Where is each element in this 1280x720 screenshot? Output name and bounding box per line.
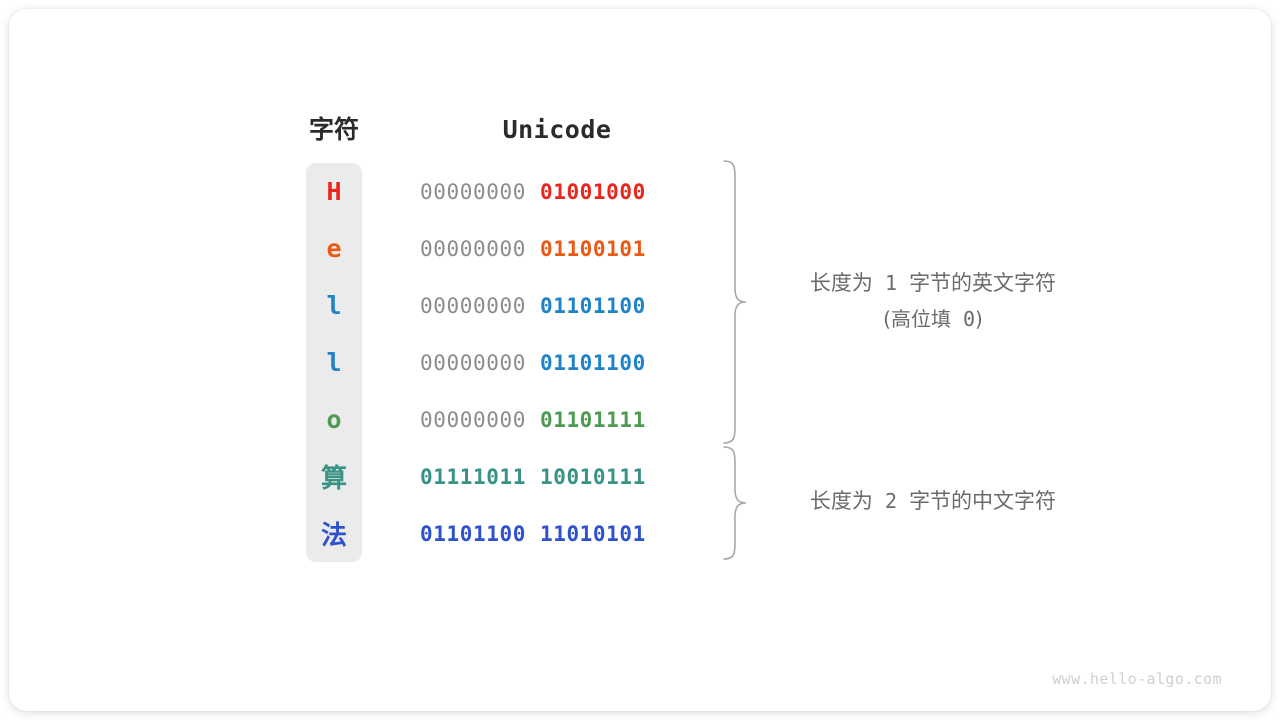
annotation-1-prefix: 长度为 [809,271,873,295]
binary-cell: 00000000 01101100 [420,334,700,391]
binary-low-byte: 10010111 [539,464,646,489]
annotation-1b-prefix: (高位填 [883,307,951,331]
annotation-one-byte-line2: (高位填 0) [783,301,1083,337]
binary-low-byte: 11010101 [539,521,646,546]
binary-low-byte: 01001000 [539,179,646,204]
binary-cell: 00000000 01101111 [420,391,700,448]
annotation-2-prefix: 长度为 [809,489,873,513]
annotation-1-suffix: 字节的英文字符 [909,271,1057,295]
table-row: e 00000000 01100101 [0,220,760,277]
binary-cell: 00000000 01001000 [420,163,700,220]
figure-card [9,9,1271,711]
binary-low-byte: 01101100 [539,350,646,375]
brace-two-byte [722,446,748,560]
table-row: 算 01111011 10010111 [0,448,760,505]
character-cell: o [326,405,342,434]
watermark: www.hello-algo.com [1052,670,1222,688]
character-cell: 算 [320,464,347,494]
binary-cell: 00000000 01100101 [420,220,700,277]
annotation-two-byte-line1: 长度为 2 字节的中文字符 [810,489,1056,513]
annotation-two-byte: 长度为 2 字节的中文字符 [783,483,1083,519]
table-row: o 00000000 01101111 [0,391,760,448]
table-row: H 00000000 01001000 [0,163,760,220]
binary-cell: 01101100 11010101 [420,505,700,562]
character-column-panel [306,163,362,562]
character-cell: l [326,348,342,377]
binary-low-byte: 01101100 [539,293,646,318]
annotation-one-byte: 长度为 1 字节的英文字符 (高位填 0) [783,265,1083,337]
binary-low-byte: 01101111 [539,407,646,432]
character-cell: H [326,177,342,206]
binary-high-byte: 01111011 [420,464,526,489]
binary-cell: 01111011 10010111 [420,448,700,505]
table-row: l 00000000 01101100 [0,334,760,391]
binary-low-byte: 01100101 [539,236,646,261]
table-row: 法 01101100 11010101 [0,505,760,562]
character-cell: e [326,234,342,263]
binary-high-byte: 00000000 [420,236,526,261]
brace-one-byte [722,160,748,444]
table-row: l 00000000 01101100 [0,277,760,334]
column-header-character: 字符 [308,115,359,144]
binary-high-byte: 00000000 [420,179,526,204]
character-cell: 法 [320,521,347,551]
annotation-1b-suffix: ) [975,307,983,331]
binary-high-byte: 00000000 [420,407,526,432]
binary-cell: 00000000 01101100 [420,277,700,334]
binary-high-byte: 00000000 [420,350,526,375]
annotation-2-value: 2 [884,489,898,513]
annotation-one-byte-line1: 长度为 1 字节的英文字符 [810,271,1056,295]
character-cell: l [326,291,342,320]
binary-high-byte: 01101100 [420,521,526,546]
column-header-unicode: Unicode [502,115,612,144]
annotation-2-suffix: 字节的中文字符 [909,489,1057,513]
annotation-1-value: 1 [884,271,898,295]
annotation-1b-value: 0 [963,307,976,331]
binary-high-byte: 00000000 [420,293,526,318]
